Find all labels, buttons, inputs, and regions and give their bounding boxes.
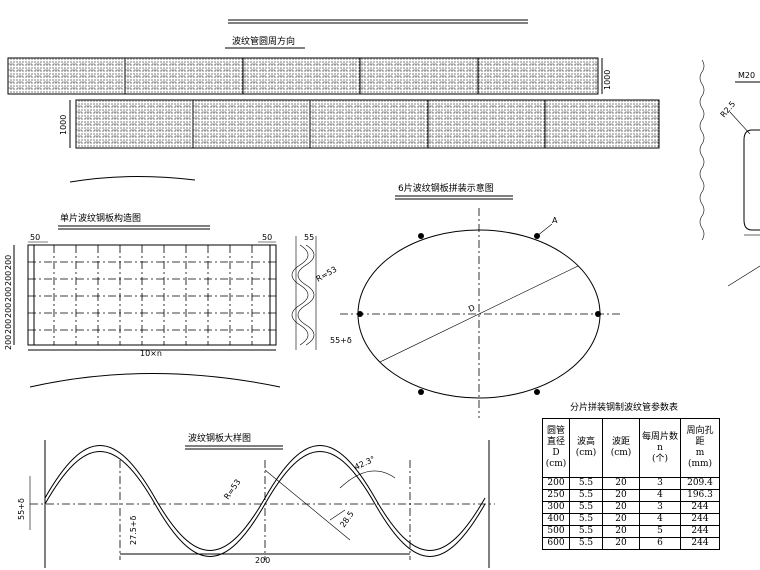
assembly-circle — [340, 208, 620, 418]
panel-row-upper — [7, 57, 599, 95]
dim-50-right: 50 — [262, 233, 272, 242]
table-cell: 196.3 — [680, 489, 720, 502]
dim-r53-b: R=53 — [222, 478, 242, 502]
panel-row-lower — [75, 99, 660, 149]
dim-55-delta: 55+δ — [330, 336, 352, 345]
table-cell: 5.5 — [569, 537, 603, 550]
table-cell: 209.4 — [680, 477, 720, 490]
col-hole-spacing: 周向孔距 m (mm) — [680, 418, 720, 478]
dim-55: 55 — [304, 233, 314, 242]
table-cell: 5.5 — [569, 513, 603, 526]
dim-50-left: 50 — [30, 233, 40, 242]
dim-1000-left: 1000 — [59, 115, 68, 135]
table-cell: 20 — [602, 477, 640, 490]
table-cell: 600 — [542, 537, 570, 550]
table-cell: 244 — [680, 513, 720, 526]
table-cell: 20 — [602, 537, 640, 550]
col-pieces: 每周片数 n (个) — [639, 418, 681, 478]
table-cell: 500 — [542, 525, 570, 538]
table-cell: 250 — [542, 489, 570, 502]
bolt-label: M20 — [738, 71, 755, 80]
table-cell: 244 — [680, 525, 720, 538]
large-sample-title: 波纹钢板大样图 — [188, 432, 251, 444]
side-dim-label: 200 — [4, 303, 13, 318]
table-cell: 300 — [542, 501, 570, 514]
parameter-table: 圆管直径 D (cm) 波高 (cm) 波距 (cm) 每周片数 n (个) 周… — [542, 418, 720, 550]
table-cell: 4 — [639, 489, 681, 502]
wave-profile — [30, 440, 495, 568]
table-cell: 20 — [602, 513, 640, 526]
table-title: 分片拼装钢制波纹管参数表 — [570, 403, 679, 413]
dim-28: 28.5 — [338, 509, 356, 529]
dim-200: 200 — [255, 556, 270, 565]
point-a: A — [552, 216, 558, 225]
dim-r2-5: R2.5 — [719, 99, 738, 119]
dim-10n: 10×n — [140, 349, 162, 358]
col-diameter: 圆管直径 D (cm) — [542, 418, 570, 478]
table-cell: 244 — [680, 501, 720, 514]
circumferential-direction-label: 波纹管圆周方向 — [232, 35, 295, 47]
dim-r53: R=53 — [315, 265, 339, 284]
table-cell: 200 — [542, 477, 570, 490]
side-wave-profile — [291, 244, 309, 346]
table-cell: 5.5 — [569, 501, 603, 514]
table-cell: 4 — [639, 513, 681, 526]
assembly-title: 6片波纹钢板拼装示意图 — [398, 182, 494, 194]
single-panel — [27, 244, 277, 346]
single-panel-title: 单片波纹钢板构造图 — [60, 212, 141, 224]
side-dim-label: 200 — [4, 335, 13, 350]
table-header-row: 圆管直径 D (cm) 波高 (cm) 波距 (cm) 每周片数 n (个) 周… — [542, 418, 720, 478]
table-cell: 5 — [639, 525, 681, 538]
side-dim-label: 200 — [4, 287, 13, 302]
dim-55-d-vertical: 55+δ — [17, 498, 26, 520]
table-cell: 5.5 — [569, 477, 603, 490]
side-dim-label: 200 — [4, 255, 13, 270]
table-cell: 20 — [602, 501, 640, 514]
table-cell: 400 — [542, 513, 570, 526]
curvature-arc-1 — [69, 175, 196, 183]
point-d: D — [467, 303, 476, 314]
side-dim-label: 200 — [4, 319, 13, 334]
bolt-slot — [743, 129, 760, 231]
dim-42-3: 42.3° — [353, 454, 377, 471]
curvature-arc-2 — [29, 373, 281, 388]
table-cell: 3 — [639, 501, 681, 514]
table-cell: 5.5 — [569, 525, 603, 538]
wavy-edge — [699, 59, 705, 241]
table-cell: 5.5 — [569, 489, 603, 502]
table-cell: 20 — [602, 489, 640, 502]
dim-27-5: 27.5+δ — [129, 515, 138, 545]
table-cell: 6 — [639, 537, 681, 550]
col-wave-pitch: 波距 (cm) — [602, 418, 640, 478]
side-dim-label: 200 — [4, 271, 13, 286]
table-cell: 3 — [639, 477, 681, 490]
table-cell: 244 — [680, 537, 720, 550]
col-wave-height: 波高 (cm) — [569, 418, 603, 478]
table-cell: 20 — [602, 525, 640, 538]
dim-1000-right: 1000 — [603, 70, 612, 90]
